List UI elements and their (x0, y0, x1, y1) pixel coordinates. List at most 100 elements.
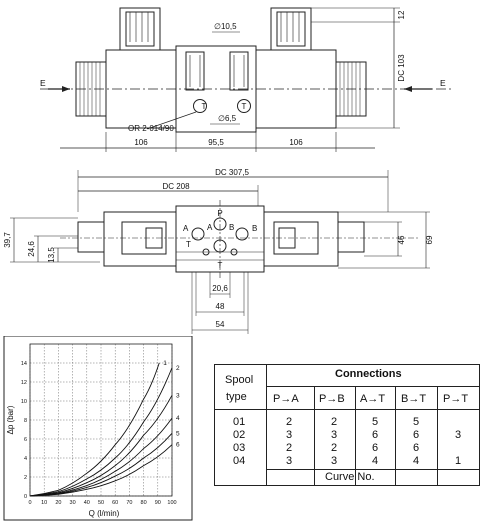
connections-header: Connections (335, 368, 402, 380)
front-left-override (77, 221, 105, 253)
col-header-pt: P→T (443, 393, 469, 405)
chart-x-tick-label: 100 (167, 500, 176, 506)
row-02-at: 6 (372, 429, 379, 441)
dim-diameter-bottom: ∅6,5 (218, 114, 237, 123)
chart-y-tick-label: 14 (21, 361, 27, 367)
dim-diameter-top: ∅10,5 (214, 22, 237, 31)
port-t-right-label: T (242, 102, 247, 111)
chart-series-line-4 (29, 417, 173, 497)
chart-series-line-1 (29, 362, 160, 497)
chart-series-label-4: 4 (176, 415, 180, 422)
section-label-e-left: E (40, 78, 46, 88)
col-header-pa: P→A (273, 393, 299, 405)
dim-bottom-1: 20,6 (212, 284, 228, 293)
chart-y-tick-label: 2 (24, 475, 27, 481)
port-label-a: A (183, 224, 189, 233)
connections-table: Spool type Connections P→A P→B A→T B→T P… (214, 364, 480, 486)
front-right-override (337, 221, 365, 253)
spool-header-type: type (226, 391, 247, 403)
row-01-at: 5 (372, 416, 379, 428)
chart-series: 1 2 3 4 5 6 (29, 360, 180, 497)
row-01-spool: 01 (233, 416, 246, 428)
row-04-spool: 04 (233, 455, 246, 467)
chart-series-label-6: 6 (176, 442, 180, 449)
chart-y-tick-label: 12 (21, 380, 27, 386)
chart-x-label: Q (l/min) (89, 509, 120, 518)
chart-y-tick-label: 10 (21, 399, 27, 405)
row-03-spool: 03 (233, 442, 246, 454)
front-left-coil (103, 211, 177, 267)
chart-series-label-3: 3 (176, 392, 180, 399)
chart-x-tick-label: 80 (141, 500, 147, 506)
row-04-pt: 1 (455, 455, 462, 467)
row-04-pb: 3 (331, 455, 338, 467)
chart-y-tick-label: 4 (24, 456, 27, 462)
dim-height: DC 103 (397, 54, 406, 82)
chart-y-tick-label: 8 (24, 418, 27, 424)
dim-left-1: 39,7 (3, 232, 12, 248)
dim-left-3: 13,5 (47, 247, 56, 263)
chart-x-tick-label: 70 (126, 500, 132, 506)
col-header-at: A→T (360, 393, 386, 405)
chart-series-label-1: 1 (163, 360, 167, 367)
port-t-left (193, 99, 207, 113)
dim-coil-top: 12 (397, 10, 406, 19)
dim-total: DC 307,5 (215, 168, 249, 177)
col-header-pb: P→B (319, 393, 345, 405)
top-view-drawing: E E T T ∅10,5 ∅6,5 OR 2-014/90 106 95,5 … (40, 7, 452, 152)
row-04-pa: 3 (286, 455, 293, 467)
chart-plot-frame (29, 343, 173, 497)
chart-x-tick-label: 40 (84, 500, 90, 506)
row-04-bt: 4 (413, 455, 420, 467)
chart-x-tick-label: 20 (55, 500, 61, 506)
chart-series-line-2 (29, 367, 173, 497)
chart-series-label-2: 2 (176, 365, 180, 372)
chart-x-tick-label: 10 (41, 500, 47, 506)
port-label-b: B (252, 224, 257, 233)
row-03-pa: 2 (286, 442, 293, 454)
port-label-a-inner: A (207, 223, 213, 232)
row-02-bt: 6 (413, 429, 420, 441)
chart-y-tick-label: 0 (24, 494, 27, 500)
port-label-t-inner: T (186, 240, 191, 249)
col-header-bt: B→T (401, 393, 427, 405)
chart-x-tick-label: 60 (112, 500, 118, 506)
chart-y-tick-label: 6 (24, 437, 27, 443)
row-02-pb: 3 (331, 429, 338, 441)
port-t-left-label: T (202, 102, 207, 111)
row-02-pa: 3 (286, 429, 293, 441)
section-label-e-right: E (440, 78, 446, 88)
chart-x-tick-label: 0 (28, 500, 31, 506)
port-t-right (237, 99, 251, 113)
chart-series-line-3 (29, 395, 173, 497)
chart-x-tick-label: 30 (70, 500, 76, 506)
port-label-p: P (217, 209, 222, 218)
chart-series-label-5: 5 (176, 430, 180, 437)
dim-left-2: 24,6 (27, 241, 36, 257)
row-03-pb: 2 (331, 442, 338, 454)
row-01-pb: 2 (331, 416, 338, 428)
front-right-coil (263, 211, 339, 267)
spool-header: Spool (225, 374, 254, 386)
chart-y-label: Δp (bar) (6, 405, 15, 434)
row-03-bt: 6 (413, 442, 420, 454)
dim-bottom-3: 54 (216, 320, 225, 329)
left-coil-connector-inner (125, 11, 155, 47)
port-label-b-inner: B (229, 223, 234, 232)
dim-bottom-mid: 95,5 (208, 138, 224, 147)
chart-grid (29, 343, 173, 497)
row-04-at: 4 (372, 455, 379, 467)
oring-note: OR 2-014/90 (128, 124, 174, 133)
dim-right-2: 69 (425, 235, 434, 244)
chart-series-line-6 (29, 444, 173, 497)
dim-bottom-left: 106 (134, 138, 148, 147)
dim-bottom-right: 106 (289, 138, 303, 147)
dim-bottom-2: 48 (216, 302, 225, 311)
row-01-bt: 5 (413, 416, 420, 428)
front-view-drawing: DC 307,5 DC 208 39,7 24,6 13,5 46 69 20,… (3, 168, 434, 334)
dim-right-1: 46 (397, 235, 406, 244)
row-02-pt: 3 (455, 429, 462, 441)
row-02-spool: 02 (233, 429, 246, 441)
